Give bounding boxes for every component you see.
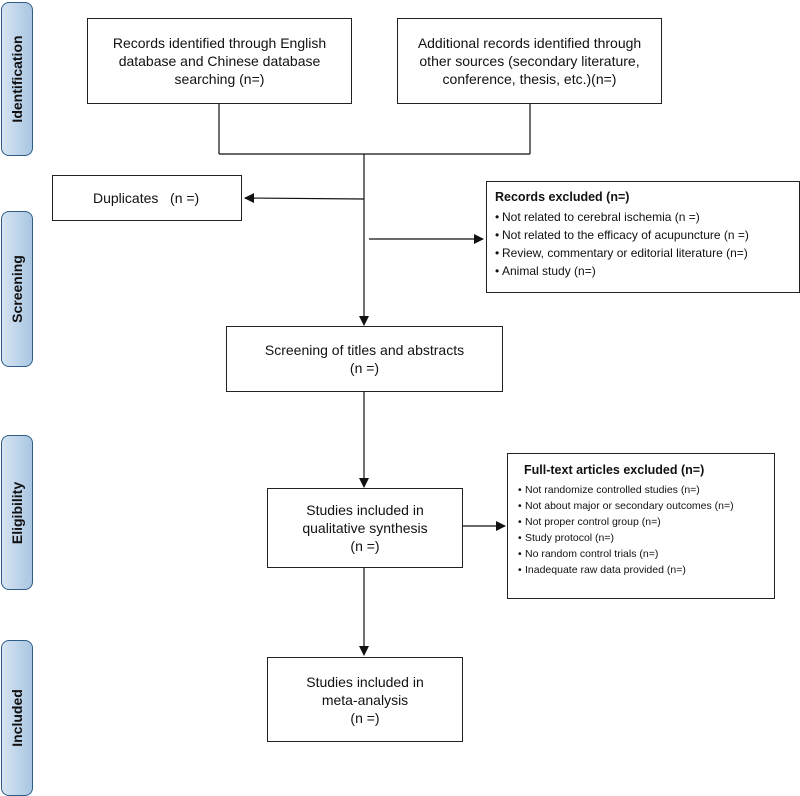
list-item: Not related to cerebral ischemia (n =): [495, 208, 791, 226]
fulltext-excluded-box: Full-text articles excluded (n=) Not ran…: [507, 453, 775, 599]
list-item: Study protocol (n=): [518, 530, 766, 546]
qualitative-line-1: Studies included in: [306, 502, 424, 518]
additional-records-line-1: Additional records identified through: [417, 35, 642, 51]
records-identified-line-1: Records identified through English: [112, 35, 327, 51]
stage-identification: Identification: [1, 2, 33, 156]
meta-analysis-box: Studies included in meta-analysis (n =): [267, 657, 463, 742]
fulltext-excluded-title: Full-text articles excluded (n=): [524, 463, 705, 477]
list-item: Review, commentary or editorial literatu…: [495, 244, 791, 262]
duplicates-box: Duplicates (n =): [52, 175, 242, 221]
records-excluded-box: Records excluded (n=) Not related to cer…: [486, 181, 800, 293]
meta-line-1: Studies included in: [306, 673, 424, 690]
list-item: Not proper control group (n=): [518, 514, 766, 530]
screening-line-2: (n =): [349, 360, 380, 376]
list-item: Not about major or secondary outcomes (n…: [518, 498, 766, 514]
duplicates-label: Duplicates (n =): [93, 190, 200, 206]
stage-included: Included: [1, 640, 33, 796]
records-identified-line-2: database and Chinese database: [118, 53, 321, 69]
records-excluded-list: Not related to cerebral ischemia (n =) N…: [495, 208, 791, 280]
qualitative-line-3: (n =): [350, 538, 380, 554]
additional-records-box: Additional records identified through ot…: [397, 18, 662, 104]
meta-line-3: (n =): [350, 709, 380, 726]
records-excluded-title: Records excluded (n=): [495, 190, 630, 204]
meta-line-2: meta-analysis: [321, 691, 409, 708]
arrow-to-duplicates: [244, 193, 365, 204]
qualitative-line-2: qualitative synthesis: [302, 520, 428, 536]
fulltext-excluded-list: Not randomize controlled studies (n=) No…: [518, 482, 766, 578]
list-item: Animal study (n=): [495, 262, 791, 280]
stage-screening: Screening: [1, 211, 33, 367]
additional-records-line-3: conference, thesis, etc.)(n=): [442, 71, 617, 87]
list-item: No random control trials (n=): [518, 546, 766, 562]
qualitative-synthesis-box: Studies included in qualitative synthesi…: [267, 488, 463, 568]
list-item: Not related to the efficacy of acupunctu…: [495, 226, 791, 244]
records-identified-line-3: searching (n=): [174, 71, 265, 87]
additional-records-line-2: other sources (secondary literature,: [419, 53, 640, 69]
screening-line-1: Screening of titles and abstracts: [264, 342, 465, 358]
list-item: Not randomize controlled studies (n=): [518, 482, 766, 498]
records-identified-box: Records identified through English datab…: [87, 18, 352, 104]
stage-eligibility: Eligibility: [1, 435, 33, 590]
list-item: Inadequate raw data provided (n=): [518, 562, 766, 578]
screening-box: Screening of titles and abstracts (n =): [226, 326, 503, 392]
